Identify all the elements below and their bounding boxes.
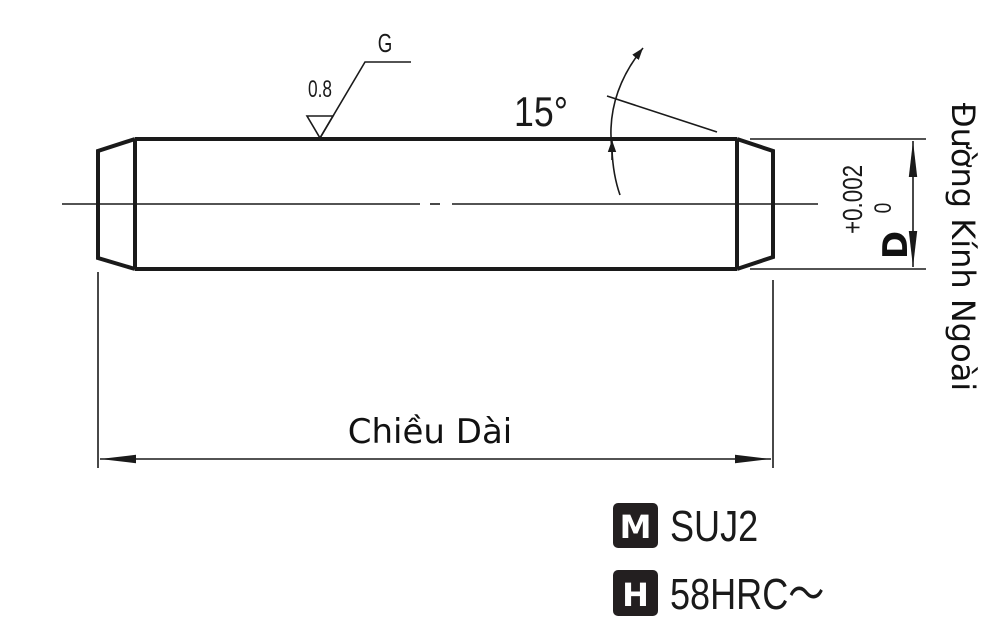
diameter-label: Đường Kính Ngoài xyxy=(944,103,982,391)
diameter-dimension: D +0.002 0 Đường Kính Ngoài xyxy=(750,103,982,391)
hardness-badge-letter: H xyxy=(622,576,649,614)
process-label: G xyxy=(378,28,393,58)
pin-body xyxy=(96,137,775,271)
length-label: Chiều Dài xyxy=(348,412,512,452)
hardness-badge xyxy=(613,570,658,616)
roughness-value: 0.8 xyxy=(308,76,332,102)
chamfer-angle-dimension: 15° xyxy=(514,47,718,196)
tolerance-upper: +0.002 xyxy=(838,165,869,234)
spec-material: M SUJ2 xyxy=(613,502,758,551)
material-value: SUJ2 xyxy=(670,502,758,551)
tolerance-lower: 0 xyxy=(869,203,897,214)
surface-finish-symbol: 0.8 G xyxy=(305,28,411,140)
left-chamfer xyxy=(96,137,136,271)
spec-hardness: H 58HRC～ xyxy=(613,570,824,619)
hardness-value: 58HRC～ xyxy=(670,570,824,619)
material-badge xyxy=(613,503,658,548)
angle-label: 15° xyxy=(514,89,568,135)
material-badge-letter: M xyxy=(620,508,652,546)
diameter-symbol: D xyxy=(876,231,916,259)
right-chamfer xyxy=(736,137,775,271)
length-dimension: Chiều Dài xyxy=(97,272,774,468)
